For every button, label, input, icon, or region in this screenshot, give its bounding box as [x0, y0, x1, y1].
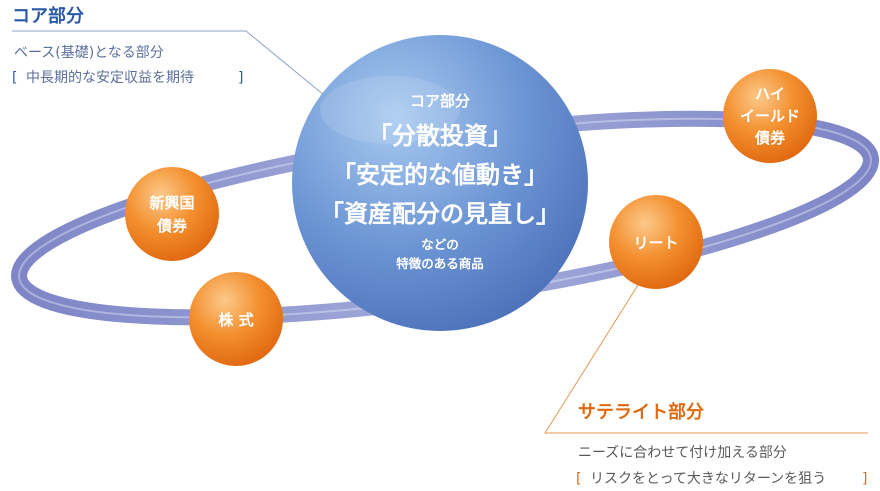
satellite-ball-reit: リート	[609, 195, 703, 289]
satellite-ball-stocks: 株 式	[189, 272, 283, 366]
center-label: コア部分	[410, 92, 470, 110]
satellite-ball-high-yield: ハイ イールド 債券	[723, 69, 817, 163]
svg-text:株 式: 株 式	[218, 311, 253, 329]
center-feature-1: 「分散投資」	[368, 122, 512, 150]
center-feature-2: 「安定的な値動き」	[332, 161, 548, 189]
core-leader-line	[12, 30, 331, 101]
core-description: ベース(基礎)となる部分	[14, 44, 164, 61]
satellite-description: ニーズに合わせて付け加える部分	[578, 445, 787, 461]
center-note-line1: などの	[421, 237, 459, 252]
core-aim-close-bracket: ]	[238, 70, 243, 86]
center-feature-3: 「資産配分の見直し」	[320, 200, 560, 228]
satellite-title: サテライト部分	[578, 401, 704, 423]
core-sphere: コア部分 「分散投資」 「安定的な値動き」 「資産配分の見直し」 などの 特徴の…	[292, 35, 588, 331]
satellite-aim-close-bracket: ]	[862, 471, 867, 487]
svg-text:新興国: 新興国	[149, 194, 194, 212]
core-aim: 中長期的な安定収益を期待	[26, 70, 194, 86]
core-title: コア部分	[12, 5, 84, 27]
svg-text:債券: 債券	[754, 129, 786, 147]
satellite-aim: リスクをとって大きなリターンを狙う	[590, 471, 826, 487]
satellite-aim-open-bracket: [	[576, 471, 581, 487]
svg-text:イールド: イールド	[740, 107, 800, 125]
svg-text:リート: リート	[633, 234, 678, 252]
satellite-ball-emerging-bonds: 新興国 債券	[125, 167, 219, 261]
center-note-line2: 特徴のある商品	[396, 256, 484, 271]
svg-text:ハイ: ハイ	[755, 85, 785, 103]
svg-text:債券: 債券	[156, 217, 188, 235]
core-aim-open-bracket: [	[12, 70, 17, 86]
satellite-leader-line	[544, 284, 868, 434]
